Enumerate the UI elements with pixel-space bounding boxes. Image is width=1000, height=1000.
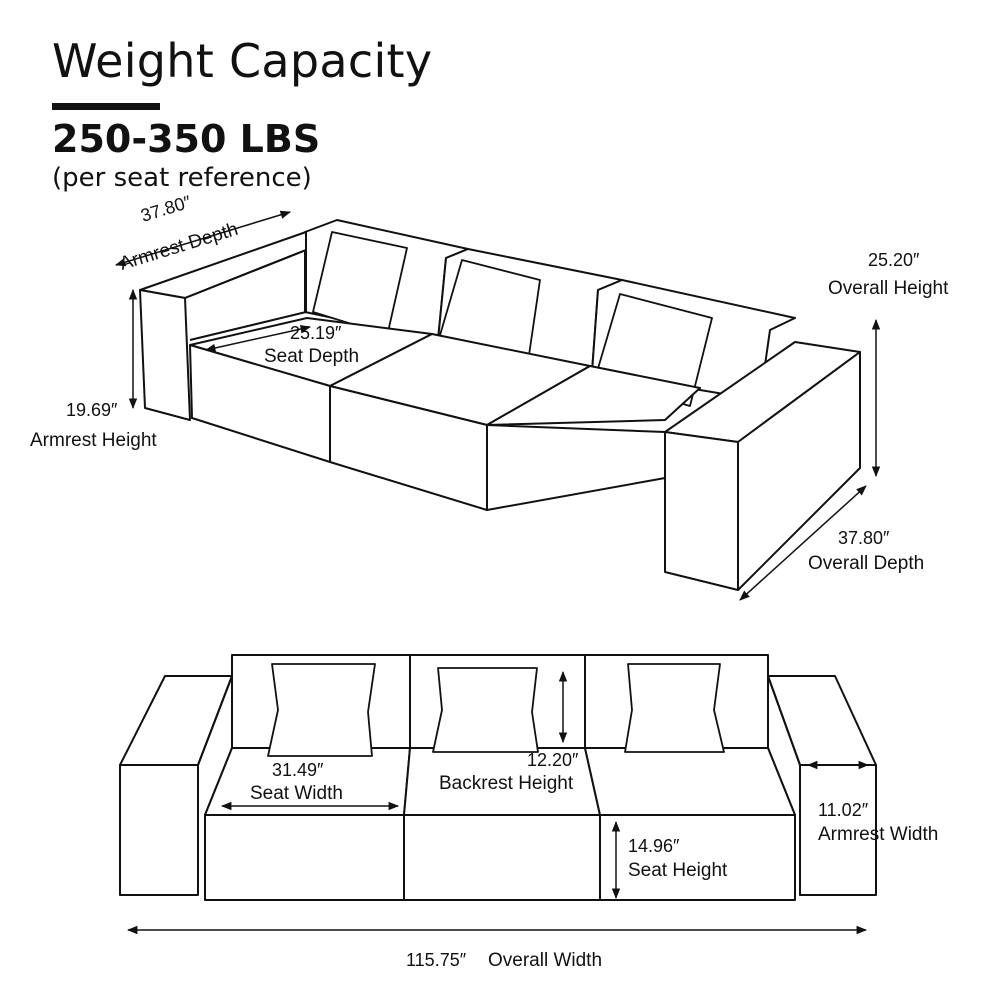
seat-height-value: 14.96″ — [628, 836, 680, 856]
backrest-height-label: Backrest Height — [439, 773, 574, 794]
armrest-height-value: 19.69″ — [66, 400, 118, 420]
armrest-depth-line — [114, 210, 292, 267]
overall-depth-label: Overall Depth — [808, 553, 924, 574]
page-title: Weight Capacity — [52, 34, 433, 88]
dimension-labels: 37.80″ Armrest Depth 25.20″ Overall Heig… — [30, 191, 949, 971]
weight-capacity-value: 250-350 LBS — [52, 117, 321, 161]
overall-width-label: Overall Width — [488, 950, 602, 971]
overall-depth-line — [739, 485, 867, 601]
sofa-front-view — [119, 654, 877, 901]
title-underline — [52, 103, 160, 110]
overall-width-value: 115.75″ — [406, 950, 467, 970]
overall-height-label: Overall Height — [828, 278, 949, 299]
sofa-perspective-view — [139, 219, 861, 591]
front-pillow-center — [432, 667, 539, 753]
overall-depth-value: 37.80″ — [838, 528, 890, 548]
seat-height-label: Seat Height — [628, 860, 728, 881]
seat-depth-label: Seat Depth — [264, 346, 359, 367]
front-seat-face-center — [403, 814, 601, 901]
perspective-dimension-lines — [114, 210, 881, 601]
backrest-height-value: 12.20″ — [527, 750, 579, 770]
front-seat-top-left — [204, 747, 411, 816]
front-dimension-lines — [126, 670, 870, 935]
front-left-arm-face — [119, 764, 199, 896]
perspective-seat-cushions — [189, 317, 701, 511]
seat-width-value: 31.49″ — [272, 760, 324, 780]
armrest-width-value: 11.02″ — [818, 800, 869, 820]
seat-depth-value: 25.19″ — [290, 323, 342, 343]
front-seat-face-right — [599, 814, 796, 901]
armrest-depth-value: 37.80″ — [138, 191, 194, 225]
weight-capacity-note: (per seat reference) — [52, 163, 312, 193]
armrest-width-label: Armrest Width — [818, 824, 938, 845]
front-seat-top-right — [584, 747, 796, 816]
seat-depth-line — [204, 324, 312, 353]
perspective-right-armrest — [664, 341, 861, 591]
front-pillow-right — [624, 663, 725, 753]
overall-height-value: 25.20″ — [868, 250, 920, 270]
armrest-height-label: Armrest Height — [30, 430, 157, 451]
seat-width-label: Seat Width — [250, 783, 343, 804]
front-pillow-left — [267, 663, 376, 757]
front-seat-face-left — [204, 814, 405, 901]
